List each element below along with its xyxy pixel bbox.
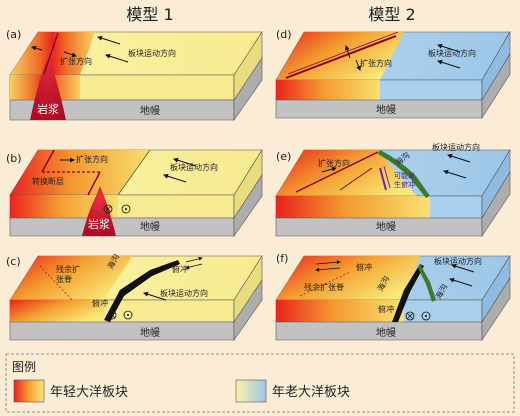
spread-arrow-left [31,45,43,51]
panel-d: (d) 扩张方向 板块运动方向 地幔 [275,28,511,120]
legend-old-label: 年老大洋板块 [272,385,350,400]
legend-young-swatch [13,379,45,403]
panel-f-subduction-label-top: 俯冲 [356,262,372,272]
panel-e-spread-label: 扩张方向 [318,158,350,168]
legend-title: 图例 [12,360,36,374]
possible-subduction-line [379,167,387,191]
panel-b-letter: (b) [6,152,22,165]
panel-e-plate-label: 板块运动方向 [432,142,480,152]
panel-f-subduction-zone [392,264,424,322]
panel-d-young-plate [276,32,404,80]
panel-e-trench [378,150,430,198]
panel-a-mantle-label: 地幔 [140,104,160,117]
panel-a-letter: (a) [6,28,21,41]
panel-f-subduction-label: 俯冲 [378,304,394,314]
panel-c-letter: (c) [6,255,21,268]
legend-old-swatch [235,379,267,403]
panel-c-plate-label: 板块运动方向 [160,288,208,298]
panel-f-young-plate [276,256,420,300]
panel-f: (f) 残余扩张脊 俯冲 海沟 海沟 俯冲 板块运动方向 地幔 [275,252,511,341]
panel-d-plate-label: 板块运动方向 [428,48,476,58]
panel-b: (b) 岩浆 扩张方向 转换断层 板块运动方向 地幔 [6,148,263,237]
legend-box [5,353,515,413]
panel-f-letter: (f) [276,252,288,265]
panel-e: (e) 扩张方向 海沟 可能发 生俯冲 板块运动方向 地幔 [275,142,511,237]
panel-a-magma [30,34,66,120]
panel-b-magma-label: 岩浆 [88,217,110,231]
panel-a: (a) 岩浆 扩张方向 板块运动方向 地幔 [6,28,263,121]
plate-arrow-2 [97,35,121,45]
panel-e-young-plate [276,150,420,200]
panel-a-plate-label: 板块运动方向 [128,48,176,58]
panel-f-mantle-label: 地幔 [376,326,396,339]
panel-f-residual-label: 残余扩张脊 [304,282,344,292]
panel-c-residual-label-1: 残余扩 [56,264,80,274]
panel-d-ridge [285,35,397,79]
spread-arrow-right [63,51,77,58]
panel-b-mantle-label: 地幔 [140,220,160,233]
model2-title: 模型 2 [368,5,415,24]
panel-b-spread-label: 扩张方向 [76,154,108,164]
panel-f-trench [418,264,436,302]
panel-a-spread-label: 扩张方向 [60,56,92,66]
panel-d-letter: (d) [276,28,292,41]
panel-b-magma [82,186,116,236]
panel-e-letter: (e) [276,150,291,163]
panel-d-spread-label: 扩张方向 [360,58,392,68]
panel-c-residual-label-2: 张脊 [56,274,72,284]
panel-a-ridge-axis [43,32,59,75]
panel-b-plate-label: 板块运动方向 [170,162,218,172]
panel-b-transform-label: 转换断层 [32,176,64,186]
panel-c-mantle-label: 地幔 [140,326,160,339]
panel-c: (c) 残余扩 张脊 海沟 俯冲 俯冲 板块运动方向 地幔 [6,252,263,341]
panel-a-magma-label: 岩浆 [37,102,59,116]
into-page-symbol [103,204,113,214]
panel-c-subduction-label-2: 俯冲 [172,264,188,274]
panel-d-mantle-label: 地幔 [376,103,396,116]
legend: 图例 年轻大洋板块 年老大洋板块 [5,353,515,413]
panel-e-possible-label-2: 生俯冲 [394,180,415,189]
panel-c-subduction-label: 俯冲 [92,298,108,308]
panel-e-possible-label-1: 可能发 [394,171,415,180]
panel-b-mantle [9,217,235,237]
legend-young-label: 年轻大洋板块 [50,385,128,400]
plate-arrow-1 [105,53,129,63]
model1-title: 模型 1 [126,5,173,24]
panel-e-mantle-label: 地幔 [376,220,396,233]
panel-f-plate-label: 板块运动方向 [434,256,482,266]
out-page-symbol [121,204,131,214]
panel-c-mantle [9,321,235,341]
